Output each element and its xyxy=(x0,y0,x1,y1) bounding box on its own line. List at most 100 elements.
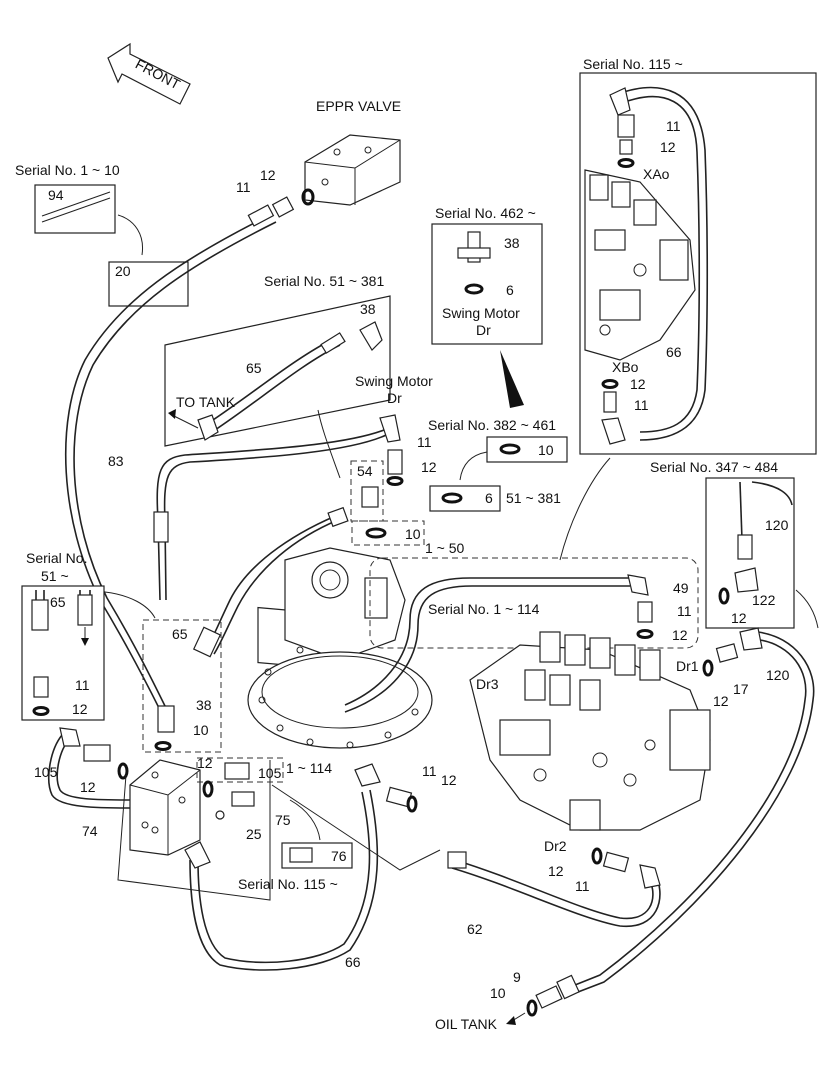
callout-12e: 12 xyxy=(672,627,688,643)
callout-12k: 12 xyxy=(441,772,457,788)
hose-120 xyxy=(574,639,807,986)
callout-105b: 105 xyxy=(258,765,282,781)
pointer-462 xyxy=(500,350,524,408)
callout-120b: 120 xyxy=(766,667,790,683)
callout-12a: 12 xyxy=(260,167,276,183)
pointer-115 xyxy=(559,457,611,561)
serial-51-label-b: 51 ~ xyxy=(41,568,69,584)
swing-motor-dr-label-4: Dr xyxy=(476,322,491,338)
hose-62 xyxy=(454,859,654,920)
callout-76: 76 xyxy=(331,848,347,864)
swing-motor-dr-label-3: Swing Motor xyxy=(442,305,520,321)
callout-11c: 11 xyxy=(634,397,649,413)
callout-74: 74 xyxy=(82,823,98,839)
callout-10d: 10 xyxy=(490,985,506,1001)
callout-105a: 105 xyxy=(34,764,58,780)
callout-25: 25 xyxy=(246,826,262,842)
detail-box-94 xyxy=(34,184,116,234)
serial-347-484-label: Serial No. 347 ~ 484 xyxy=(650,459,778,475)
elbow-38 xyxy=(359,321,383,351)
callout-11b: 11 xyxy=(666,118,681,134)
callout-122: 122 xyxy=(752,592,776,608)
dashed-box-38 xyxy=(142,619,222,753)
hose-66-top xyxy=(614,86,709,441)
dashed-box-10 xyxy=(351,520,425,546)
callout-66a: 66 xyxy=(666,344,682,360)
callout-66b: 66 xyxy=(345,954,361,970)
callout-49: 49 xyxy=(673,580,689,596)
range-1-114-label: 1 ~ 114 xyxy=(286,760,332,776)
dr1-label: Dr1 xyxy=(676,658,699,674)
xbo-label: XBo xyxy=(612,359,639,375)
dashed-route-1-114 xyxy=(369,557,699,649)
oring-12a xyxy=(301,188,315,206)
callout-10c: 10 xyxy=(193,722,209,738)
fitting-11a xyxy=(247,204,275,227)
manifold-block-74 xyxy=(129,759,201,856)
hose-83 xyxy=(156,424,396,601)
callout-120a: 120 xyxy=(765,517,789,533)
fitting-11d xyxy=(387,449,403,475)
main-control-valve xyxy=(469,631,711,831)
callout-10a: 10 xyxy=(538,442,554,458)
callout-12d: 12 xyxy=(421,459,437,475)
callout-65c: 65 xyxy=(50,594,66,610)
xao-label: XAo xyxy=(643,166,670,182)
pointer-51-381 xyxy=(317,409,341,479)
callout-6a: 6 xyxy=(506,282,514,298)
detail-box-10a xyxy=(486,436,568,463)
callout-12h: 12 xyxy=(72,701,88,717)
hose-49 xyxy=(344,577,630,706)
eppr-valve-label: EPPR VALVE xyxy=(316,98,401,114)
serial-115-label: Serial No. 115 ~ xyxy=(583,56,683,72)
range-1-50-label: 1 ~ 50 xyxy=(425,540,465,556)
callout-12g: 12 xyxy=(713,693,729,709)
to-tank-label: TO TANK xyxy=(176,394,236,410)
serial-382-461-label: Serial No. 382 ~ 461 xyxy=(428,417,556,433)
callout-94: 94 xyxy=(48,187,64,203)
callout-10b: 10 xyxy=(405,526,421,542)
eppr-valve xyxy=(304,134,401,206)
range-51-381-label: 51 ~ 381 xyxy=(506,490,561,506)
dashed-box-54 xyxy=(350,460,384,522)
detail-box-462 xyxy=(431,223,543,345)
callout-11f: 11 xyxy=(75,677,90,693)
hose-20 xyxy=(64,214,271,711)
pointer-94 xyxy=(117,214,144,256)
callout-38b: 38 xyxy=(504,235,520,251)
callout-12c: 12 xyxy=(630,376,646,392)
dashed-box-105 xyxy=(196,757,284,783)
callout-12i: 12 xyxy=(80,779,96,795)
callout-20: 20 xyxy=(115,263,131,279)
control-valve-detail xyxy=(584,169,696,361)
callout-9: 9 xyxy=(513,969,521,985)
callout-11a: 11 xyxy=(236,179,251,195)
callout-65b: 65 xyxy=(172,626,188,642)
callout-12f: 12 xyxy=(731,610,747,626)
serial-1-114-label: Serial No. 1 ~ 114 xyxy=(428,601,540,617)
callout-12l: 12 xyxy=(548,863,564,879)
dr3-label: Dr3 xyxy=(476,676,499,692)
callout-11g: 11 xyxy=(422,763,437,779)
callout-83: 83 xyxy=(108,453,124,469)
callout-62: 62 xyxy=(467,921,483,937)
callout-11h: 11 xyxy=(575,878,590,894)
swing-motor-dr-label-1: Swing Motor xyxy=(355,373,433,389)
serial-51-381-label: Serial No. 51 ~ 381 xyxy=(264,273,384,289)
callout-38c: 38 xyxy=(196,697,212,713)
serial-1-10-label: Serial No. 1 ~ 10 xyxy=(15,162,120,178)
dr2-label: Dr2 xyxy=(544,838,567,854)
serial-462-label: Serial No. 462 ~ xyxy=(435,205,536,221)
hose-66-bottom xyxy=(189,789,379,971)
callout-17: 17 xyxy=(733,681,749,697)
serial-51-label-a: Serial No. xyxy=(26,550,87,566)
callout-54: 54 xyxy=(357,463,373,479)
callout-75: 75 xyxy=(275,812,291,828)
serial-115-bottom-label: Serial No. 115 ~ xyxy=(238,876,338,892)
swing-motor-dr-label-2: Dr xyxy=(387,390,402,406)
front-arrow: FRONT xyxy=(107,42,191,105)
callout-12j: 12 xyxy=(197,755,213,771)
callout-11e: 11 xyxy=(677,603,692,619)
detail-box-51-381 xyxy=(164,295,391,447)
